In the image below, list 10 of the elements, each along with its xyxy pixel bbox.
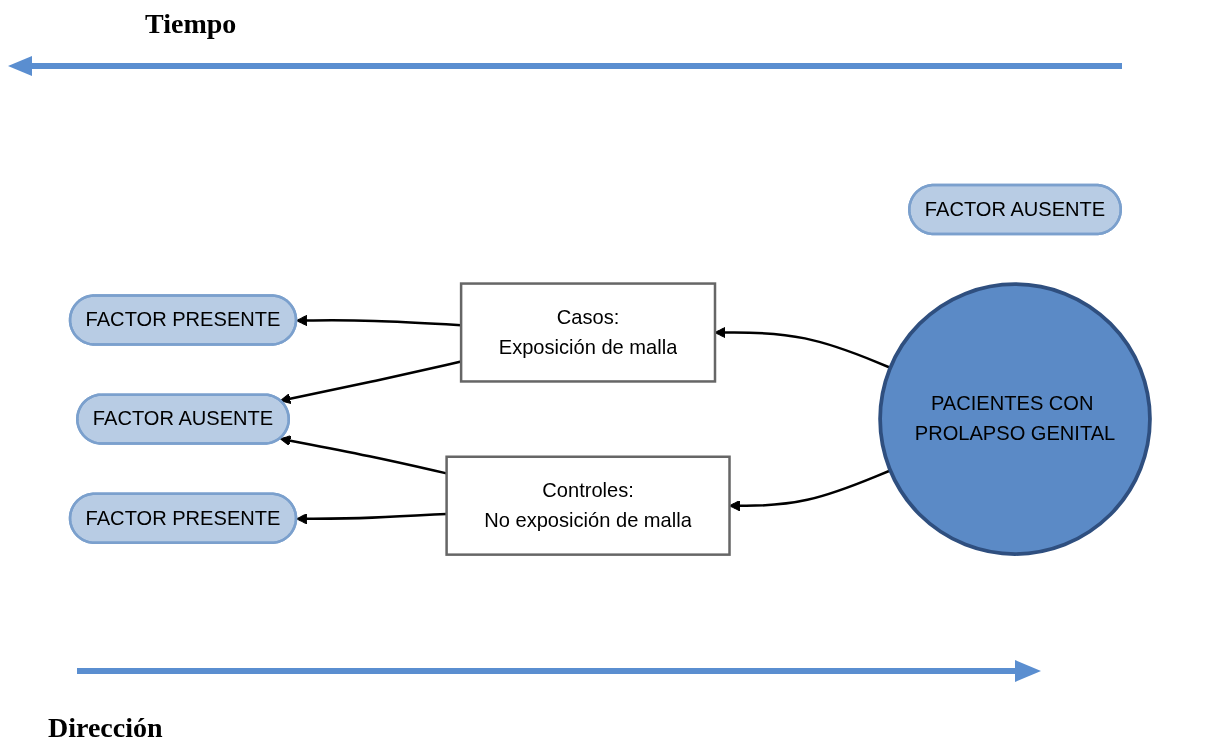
node-box: Casos: Exposición de malla [459,282,717,383]
node-circle: PACIENTES CON PROLAPSO GENITAL [878,282,1152,557]
arrow [279,360,462,405]
node-box: Controles: No exposición de malla [445,455,731,557]
arrow [279,435,447,475]
axis-label: Dirección [48,712,163,744]
arrow [296,512,447,525]
arrow [729,469,891,512]
arrow [296,315,462,327]
axis-label: Tiempo [145,8,237,40]
